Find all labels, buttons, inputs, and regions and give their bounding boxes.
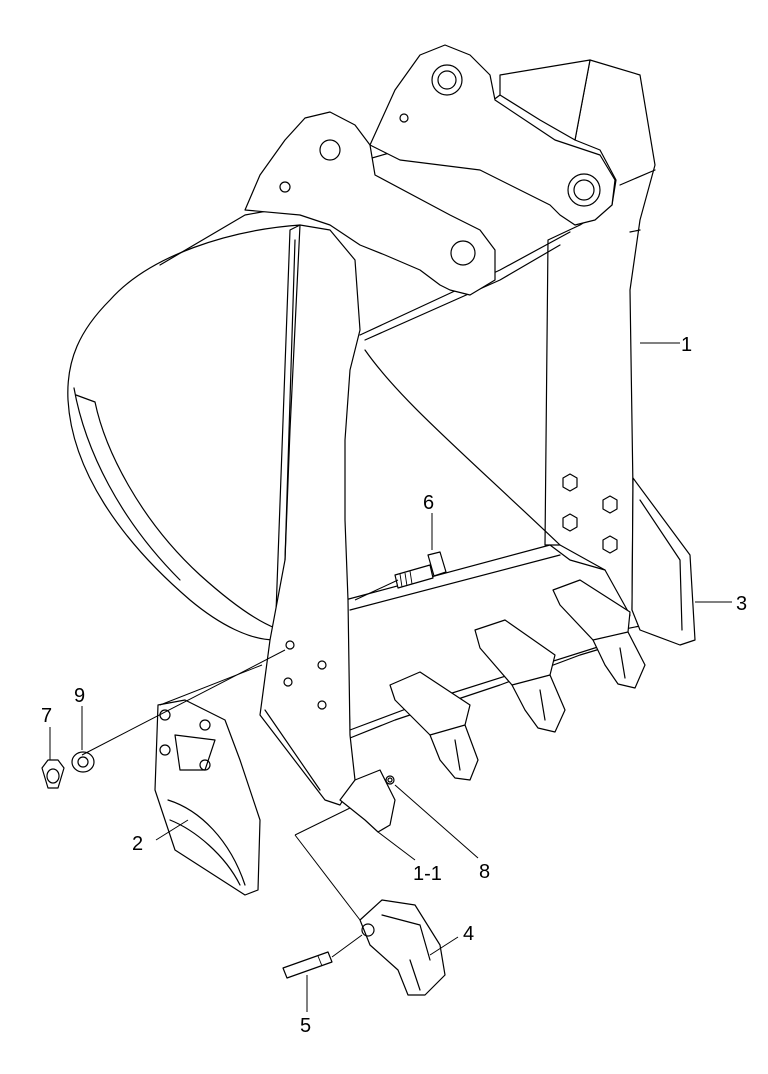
label-part-9: 9 bbox=[74, 685, 85, 707]
bolt bbox=[394, 551, 447, 589]
side-cutter-left bbox=[154, 699, 261, 896]
label-part-8: 8 bbox=[479, 861, 490, 883]
label-part-4: 4 bbox=[463, 923, 474, 945]
side-cutter-right bbox=[631, 477, 696, 646]
label-part-1: 1 bbox=[681, 334, 692, 356]
assembly-lines bbox=[81, 579, 399, 958]
bucket-teeth bbox=[339, 579, 646, 833]
nut bbox=[41, 759, 65, 789]
washer bbox=[71, 751, 95, 773]
pin bbox=[282, 951, 333, 979]
bucket-body bbox=[67, 44, 656, 806]
label-part-7: 7 bbox=[41, 705, 52, 727]
label-part-2: 2 bbox=[132, 833, 143, 855]
label-part-1-1: 1-1 bbox=[413, 863, 442, 885]
label-part-3: 3 bbox=[736, 593, 747, 615]
label-part-5: 5 bbox=[300, 1015, 311, 1037]
callout-leaders bbox=[49, 342, 732, 1012]
tooth-tip bbox=[359, 899, 446, 996]
callout-labels: 1 3 6 7 9 2 1-1 8 4 5 bbox=[41, 334, 747, 1037]
label-part-6: 6 bbox=[423, 492, 434, 514]
